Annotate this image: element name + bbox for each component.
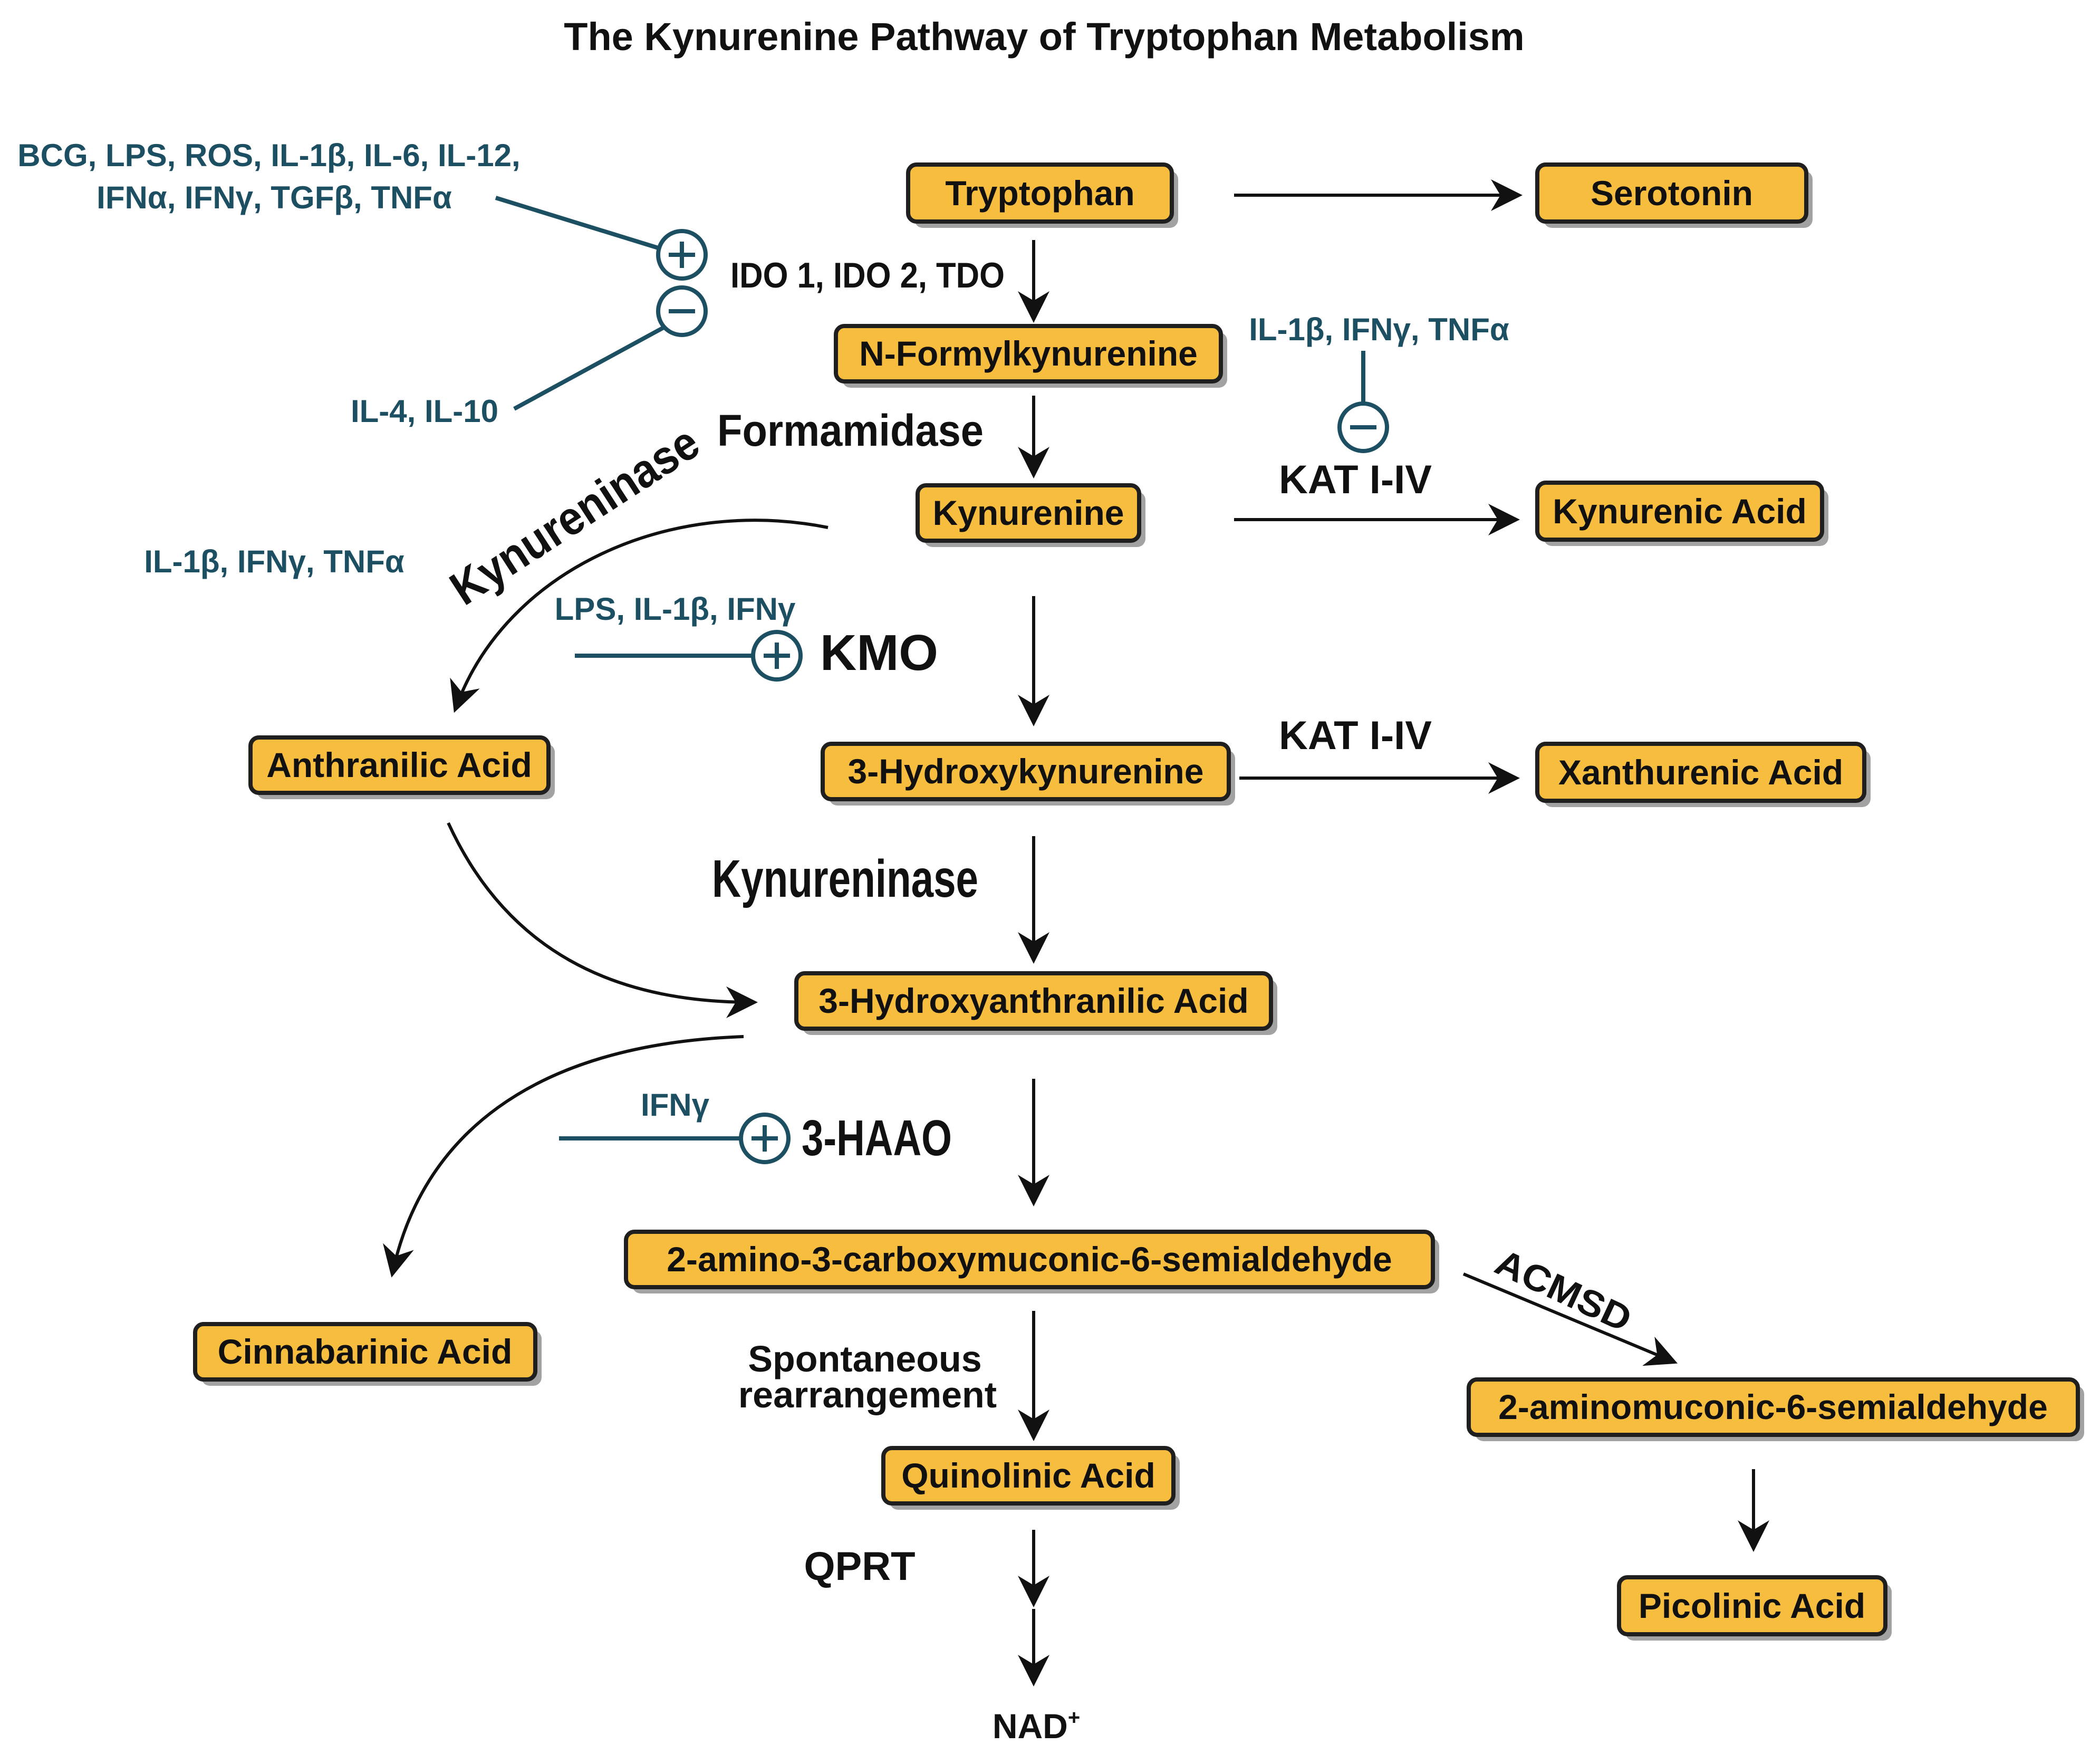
diagram-title: The Kynurenine Pathway of Tryptophan Met… <box>564 15 1524 59</box>
regulation <box>495 196 1389 1164</box>
enzyme-kmo: KMO <box>820 625 938 681</box>
svg-text:Xanthurenic Acid: Xanthurenic Acid <box>1558 753 1843 792</box>
box-cinnabarinic-acid: Cinnabarinic Acid <box>193 1322 542 1386</box>
enzyme-kat-xanthurenic: KAT I-IV <box>1279 713 1432 758</box>
kat-minus-sign <box>1337 401 1389 453</box>
box-kynurenic-acid: Kynurenic Acid <box>1535 481 1828 546</box>
metabolite-nad: NAD+ <box>993 1706 1080 1746</box>
enzyme-formamidase: Formamidase <box>717 406 984 455</box>
box-acms: 2-amino-3-carboxymuconic-6-semialdehyde <box>624 1230 1439 1293</box>
ido-activation-line <box>495 196 659 250</box>
haao-activators: IFNγ <box>641 1087 710 1123</box>
svg-text:Picolinic Acid: Picolinic Acid <box>1639 1586 1865 1625</box>
box-kynurenine: Kynurenine <box>916 483 1145 547</box>
svg-text:N-Formylkynurenine: N-Formylkynurenine <box>859 334 1198 373</box>
metabolite-boxes: Tryptophan Serotonin N-Formylkynurenine … <box>193 162 2084 1641</box>
svg-text:Anthranilic Acid: Anthranilic Acid <box>266 745 532 784</box>
svg-text:Cinnabarinic Acid: Cinnabarinic Acid <box>218 1332 513 1371</box>
ido-activators-line2: IFNα, IFNγ, TGFβ, TNFα <box>97 180 452 215</box>
enzyme-qprt: QPRT <box>804 1544 915 1589</box>
svg-text:Kynurenine: Kynurenine <box>932 493 1124 532</box>
haao-plus-sign <box>739 1113 791 1164</box>
svg-text:Serotonin: Serotonin <box>1591 174 1753 213</box>
box-tryptophan: Tryptophan <box>906 162 1178 228</box>
arrows <box>383 179 1769 1686</box>
ido-inhibition-line <box>513 325 666 411</box>
enzyme-3-haao: 3-HAAO <box>802 1110 952 1166</box>
kmo-activators: LPS, IL-1β, IFNγ <box>555 591 796 627</box>
enzyme-kynureninase-curved: Kynureninase <box>441 416 708 616</box>
box-serotonin: Serotonin <box>1535 162 1813 228</box>
svg-text:Tryptophan: Tryptophan <box>945 174 1134 213</box>
box-quinolinic-acid: Quinolinic Acid <box>881 1446 1180 1510</box>
svg-text:3-Hydroxyanthranilic Acid: 3-Hydroxyanthranilic Acid <box>818 981 1248 1020</box>
arrow-anthranilic-acid-to-3-hydroxyanthranilic-acid <box>447 822 758 1018</box>
enzyme-kat-kynurenic: KAT I-IV <box>1279 457 1432 502</box>
arrow-kynurenine-to-anthranilic-acid <box>450 519 829 713</box>
box-n-formylkynurenine: N-Formylkynurenine <box>834 324 1227 388</box>
svg-text:Quinolinic Acid: Quinolinic Acid <box>901 1456 1155 1495</box>
kat-inhibitors: IL-1β, IFNγ, TNFα <box>1249 312 1509 347</box>
enzyme-acmsd: ACMSD <box>1489 1241 1638 1340</box>
svg-text:Kynurenic Acid: Kynurenic Acid <box>1553 492 1807 531</box>
enzyme-spontaneous-line2: rearrangement <box>738 1374 997 1415</box>
enzyme-labels: IDO 1, IDO 2, TDO Formamidase KAT I-IV K… <box>441 255 1637 1589</box>
regulator-labels: BCG, LPS, ROS, IL-1β, IL-6, IL-12, IFNα,… <box>17 138 1509 1123</box>
arrow-3-hydroxyanthranilic-acid-to-cinnabarinic-acid <box>383 1035 744 1278</box>
box-ams: 2-aminomuconic-6-semialdehyde <box>1467 1377 2084 1441</box>
kynureninase-regulators: IL-1β, IFNγ, TNFα <box>144 544 404 579</box>
box-anthranilic-acid: Anthranilic Acid <box>248 735 555 799</box>
kmo-plus-sign <box>751 630 803 682</box>
svg-text:2-amino-3-carboxymuconic-6-sem: 2-amino-3-carboxymuconic-6-semialdehyde <box>667 1240 1392 1279</box>
svg-text:3-Hydroxykynurenine: 3-Hydroxykynurenine <box>848 752 1204 791</box>
enzyme-spontaneous-line1: Spontaneous <box>748 1338 981 1379</box>
ido-plus-sign <box>656 229 708 281</box>
svg-text:2-aminomuconic-6-semialdehyde: 2-aminomuconic-6-semialdehyde <box>1498 1387 2048 1426</box>
ido-activators-line1: BCG, LPS, ROS, IL-1β, IL-6, IL-12, <box>17 138 520 173</box>
ido-minus-sign <box>656 285 708 337</box>
enzyme-kynureninase: Kynureninase <box>712 849 978 908</box>
box-xanthurenic-acid: Xanthurenic Acid <box>1535 742 1871 807</box>
ido-inhibitors: IL-4, IL-10 <box>351 394 498 429</box>
box-picolinic-acid: Picolinic Acid <box>1617 1575 1892 1641</box>
arrow-acms-to-ams <box>1462 1272 1678 1366</box>
enzyme-ido-tdo: IDO 1, IDO 2, TDO <box>730 255 1005 295</box>
box-3-hydroxykynurenine: 3-Hydroxykynurenine <box>821 742 1235 806</box>
box-3-hydroxyanthranilic-acid: 3-Hydroxyanthranilic Acid <box>794 971 1277 1035</box>
